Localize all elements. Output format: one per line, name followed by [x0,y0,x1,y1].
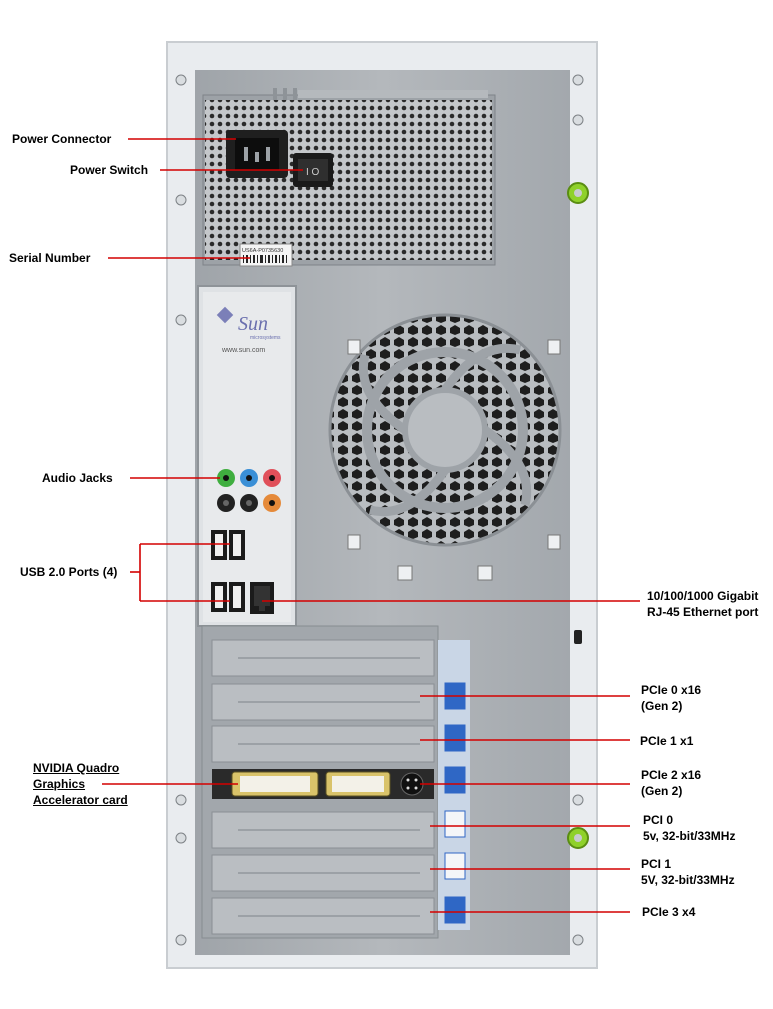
lock-thumbscrew-top [567,182,589,204]
label-pci0-line2: 5v, 32-bit/33MHz [643,829,736,843]
power-connector[interactable] [226,130,288,178]
label-pcie2: PCIe 2 x16 (Gen 2) [641,767,701,799]
ethernet-port[interactable] [250,582,274,614]
audio-jack-pink[interactable] [263,469,281,487]
label-usb-ports: USB 2.0 Ports (4) [20,565,118,579]
serial-sticker-text: US6A-P0735630 [242,248,283,254]
io-shield [197,285,297,627]
fan-grille-icon [328,313,562,581]
audio-jack-orange[interactable] [263,494,281,512]
slot-number-marker [444,724,466,752]
label-nvidia-line1: NVIDIA Quadro [33,761,120,775]
label-serial-number: Serial Number [9,251,91,265]
svg-text:I O: I O [306,167,320,178]
usb-port[interactable] [229,530,245,560]
label-ethernet-line1: 10/100/1000 Gigabit [647,589,759,603]
label-power-switch: Power Switch [70,163,149,177]
label-nvidia-line3: Accelerator card [33,793,128,807]
usb-port[interactable] [229,582,245,612]
label-ethernet-line2: RJ-45 Ethernet port [647,605,759,619]
dvi-port[interactable] [325,771,391,797]
usb-ports [211,530,245,612]
logo-sub: microsystems [250,335,281,341]
logo-word: Sun [238,313,268,335]
label-pcie0: PCIe 0 x16 (Gen 2) [641,682,701,714]
label-pci1-line1: PCI 1 [641,857,672,871]
usb-port[interactable] [211,582,227,612]
label-ethernet: 10/100/1000 Gigabit RJ-45 Ethernet port [647,588,758,620]
label-pcie0-line1: PCIe 0 x16 [641,683,702,697]
audio-jack-blue[interactable] [240,469,258,487]
power-switch[interactable]: I O [293,153,333,187]
lock-thumbscrew-bottom [567,827,589,849]
callout-leader-lines [102,138,640,913]
slot-number-marker [444,766,466,794]
audio-jack-black-2[interactable] [240,494,258,512]
audio-jack-black-1[interactable] [217,494,235,512]
slot-number-marker [444,852,466,880]
label-pci0: PCI 0 5v, 32-bit/33MHz [643,812,735,844]
serial-number-sticker: US6A-P0735630 [239,243,293,267]
label-pci1-line2: 5V, 32-bit/33MHz [641,873,735,887]
label-pcie2-line1: PCIe 2 x16 [641,768,702,782]
label-pcie3: PCIe 3 x4 [642,905,696,919]
label-nvidia-line2: Graphics [33,777,86,791]
slot-number-marker [444,896,466,924]
label-power-connector: Power Connector [12,132,112,146]
label-pcie1: PCIe 1 x1 [640,734,694,748]
stereo-din-port[interactable] [400,772,424,796]
website-text: www.sun.com [221,347,265,354]
label-pcie2-line2: (Gen 2) [641,784,683,798]
audio-jack-green[interactable] [217,469,235,487]
label-pci0-line1: PCI 0 [643,813,674,827]
dvi-port[interactable] [231,771,319,797]
audio-jacks [217,469,281,512]
label-pcie0-line2: (Gen 2) [641,699,683,713]
label-pci1: PCI 1 5V, 32-bit/33MHz [641,856,735,888]
padlock-slot [574,630,582,644]
sun-microsystems-logo: Sun microsystems www.sun.com [216,306,281,354]
graphics-card-bracket [212,769,434,799]
label-audio-jacks: Audio Jacks [42,471,113,485]
slot-number-marker [444,810,466,838]
usb-port[interactable] [211,530,227,560]
label-nvidia-card: NVIDIA Quadro Graphics Accelerator card [33,760,128,808]
